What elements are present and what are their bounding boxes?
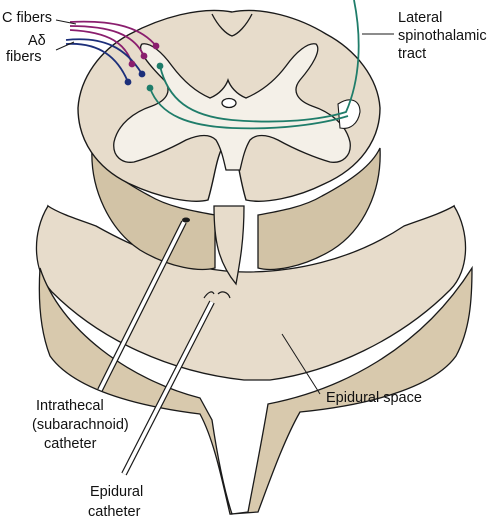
central-canal [221,97,237,109]
label-epidural: Epidural [90,484,143,500]
a-delta-terminal [124,78,132,86]
epidural-catheter [121,291,231,476]
fiber-terminals [124,42,164,92]
epidural-catheter-core [122,301,214,475]
label-a-delta: Aδ [28,33,46,49]
leader-lines [55,19,394,395]
intrathecal-catheter [97,217,190,392]
c-terminal [128,60,136,68]
leader-c-fibers [55,19,77,25]
cord-side-right [257,147,381,271]
posterior-notch [211,13,253,37]
label-tract: tract [398,46,426,62]
label-epidural-catheter: catheter [88,504,141,520]
dural-sheath [35,204,473,515]
c-fiber-2 [69,25,145,57]
lateral-tract-region [337,99,361,129]
label-intrathecal: Intrathecal [36,398,104,414]
epidural-flow-arrows [203,291,231,299]
a-delta-terminal [138,70,146,78]
spinal-cord-side [91,147,381,286]
label-spinothalamic: spinothalamic [398,28,487,44]
spinothalamic-tract [149,0,360,130]
labels: C fibers Aδ fibers Lateral spinothalamic… [2,10,487,520]
label-c-fibers: C fibers [2,10,52,26]
a-delta-fibers [65,38,143,83]
c-terminal [152,42,160,50]
spinal-cord-section [77,9,381,202]
intrathecal-catheter-core [98,221,186,391]
label-subarachnoid: (subarachnoid) [32,417,129,433]
label-epidural-space: Epidural space [326,390,422,406]
intrathecal-catheter-tip [182,217,190,223]
c-terminal [140,52,148,60]
label-intrathecal-catheter: catheter [44,436,97,452]
c-fiber-1 [69,20,157,47]
tract-fiber-1 [159,0,360,123]
a-delta-fiber-1 [65,38,143,75]
anterior-fissure [213,205,245,286]
leader-a-delta [55,41,75,51]
leader-epidural-space [281,333,321,395]
dural-sheath-tail [38,265,473,515]
tract-fiber-2 [149,87,349,130]
a-delta-fiber-2 [65,43,129,83]
label-lateral: Lateral [398,10,442,26]
label-a-delta-fibers: fibers [6,49,41,65]
